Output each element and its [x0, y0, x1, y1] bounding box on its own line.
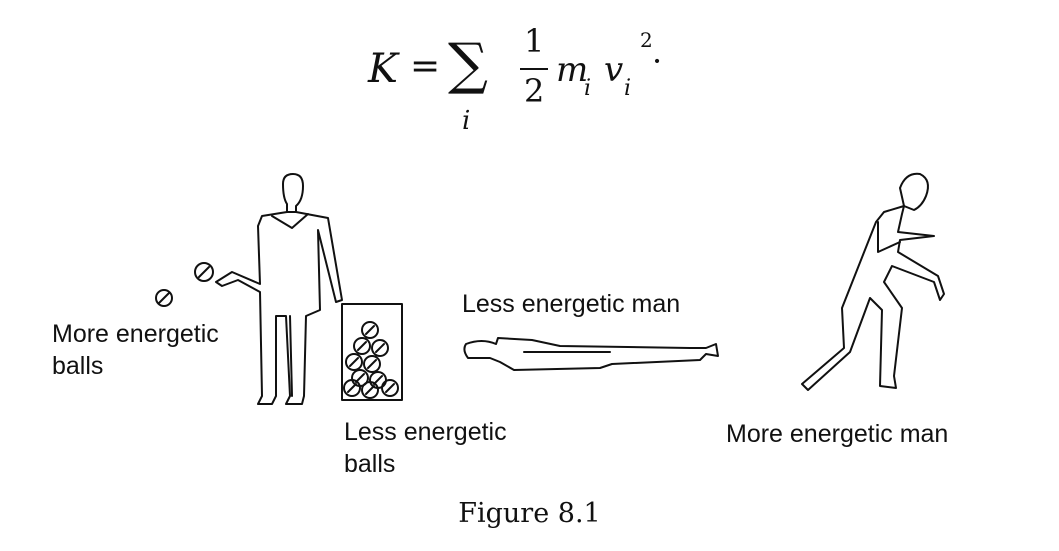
- kinetic-energy-formula: K = ∑ i 1 2 m i v i 2 ·: [360, 6, 700, 136]
- airborne-balls: [155, 262, 214, 307]
- formula-velocity: v: [604, 50, 624, 90]
- airborne-ball-upper: [194, 262, 214, 282]
- label-less-energetic-man: Less energetic man: [462, 290, 681, 318]
- formula-denominator: 2: [524, 72, 545, 110]
- formula-sum-index: i: [462, 106, 471, 136]
- formula-K: K: [368, 46, 398, 92]
- running-man-figure: [801, 172, 945, 391]
- lying-man-figure: [463, 337, 719, 371]
- label-less-energetic-balls: Less energetic balls: [344, 418, 507, 478]
- box-ball: [343, 379, 361, 397]
- standing-man-head: [282, 173, 304, 213]
- box-ball: [345, 353, 363, 371]
- box-ball: [381, 379, 399, 397]
- box-ball-stripes: [347, 325, 395, 395]
- box-ball: [371, 339, 389, 357]
- formula-equals: =: [410, 46, 441, 87]
- formula-numerator: 1: [524, 22, 545, 60]
- box-ball: [353, 337, 371, 355]
- airborne-ball-lower: [155, 289, 173, 307]
- ball-box-outline: [341, 303, 403, 401]
- box-ball: [361, 321, 379, 339]
- box-ball: [363, 355, 381, 373]
- label-more-energetic-balls: More energetic balls: [52, 320, 219, 380]
- standing-man-collar: [271, 213, 309, 229]
- formula-terminator: ·: [652, 42, 663, 80]
- formula-mass: m: [556, 50, 589, 90]
- standing-man-leg-gap: [289, 315, 293, 397]
- figure-caption: Figure 8.1: [458, 498, 601, 529]
- label-more-energetic-man: More energetic man: [726, 420, 949, 448]
- lying-man-body: [463, 337, 719, 371]
- airborne-ball-upper-stripe: [198, 266, 210, 278]
- standing-man-figure: [215, 173, 343, 405]
- box-ball: [361, 381, 379, 399]
- running-man-body: [801, 205, 945, 391]
- airborne-ball-lower-stripe: [158, 292, 170, 304]
- formula-fraction-bar: [520, 68, 548, 70]
- formula-velocity-subscript: i: [624, 76, 632, 101]
- running-man-arm: [877, 221, 901, 253]
- ball-box: [341, 303, 403, 401]
- formula-exponent: 2: [640, 28, 653, 52]
- formula-sum-sign: ∑: [448, 32, 488, 97]
- running-man-head: [899, 172, 929, 211]
- formula-mass-subscript: i: [584, 76, 592, 101]
- standing-man-torso-outline: [215, 211, 343, 405]
